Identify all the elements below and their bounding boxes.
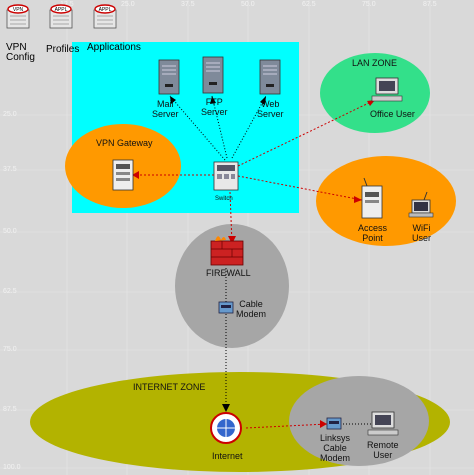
vpn-gateway-icon[interactable] bbox=[112, 159, 134, 191]
firewall-zone bbox=[175, 224, 289, 348]
arrow-firewall bbox=[228, 236, 236, 244]
link-switch-office bbox=[237, 99, 376, 167]
cable-modem-icon[interactable] bbox=[218, 301, 234, 314]
x-tick: 25.0 bbox=[121, 1, 135, 8]
switch-label: Switch bbox=[215, 196, 233, 202]
office-user-icon[interactable] bbox=[371, 77, 403, 102]
linksys-modem-label: Linksys Cable Modem bbox=[320, 433, 351, 463]
x-tick: 12.5 bbox=[60, 1, 74, 8]
vpn-gateway-label: VPN Gateway bbox=[96, 138, 153, 148]
y-tick: 62.5 bbox=[3, 288, 17, 295]
switch-icon[interactable] bbox=[213, 161, 239, 191]
x-tick: 75.0 bbox=[362, 1, 376, 8]
y-tick: 75.0 bbox=[3, 346, 17, 353]
link-internet-linksys bbox=[245, 423, 328, 429]
red-links bbox=[132, 99, 376, 429]
profiles-badge: APPL bbox=[55, 7, 68, 13]
access-point-label: Access Point bbox=[358, 223, 388, 243]
remote-user-label: Remote User bbox=[367, 440, 399, 460]
access-point-icon[interactable] bbox=[361, 177, 383, 219]
internet-zone-label: INTERNET ZONE bbox=[133, 382, 206, 392]
black-arrowheads bbox=[170, 96, 266, 412]
profiles-icon[interactable]: APPL bbox=[49, 4, 73, 32]
arrow-linksys bbox=[320, 420, 327, 428]
applications-badge: APPL bbox=[99, 7, 112, 13]
web-server-label: Web Server bbox=[257, 99, 284, 119]
link-switch-mail bbox=[169, 95, 226, 161]
profiles-label: Profiles bbox=[46, 44, 80, 55]
wifi-user-icon[interactable] bbox=[408, 191, 434, 218]
y-tick: 100.0 bbox=[3, 464, 21, 471]
arrow-mail bbox=[170, 96, 176, 104]
wifi-user-label: WiFi User bbox=[412, 223, 432, 243]
mail-server-icon[interactable] bbox=[158, 59, 180, 95]
black-links bbox=[169, 95, 372, 425]
applications-label: Applications bbox=[87, 42, 141, 53]
linksys-modem-icon[interactable] bbox=[326, 417, 342, 430]
x-tick: 50.0 bbox=[241, 1, 255, 8]
wireless-zone bbox=[316, 156, 456, 246]
link-switch-firewall bbox=[229, 191, 233, 245]
lan-zone-label: LAN ZONE bbox=[352, 58, 398, 68]
ftp-server-icon[interactable] bbox=[202, 56, 224, 94]
x-tick: 37.5 bbox=[181, 1, 195, 8]
y-tick: 25.0 bbox=[3, 111, 17, 118]
applications-icon[interactable]: APPL bbox=[93, 4, 117, 32]
firewall-icon[interactable] bbox=[210, 236, 244, 266]
remote-user-icon[interactable] bbox=[367, 411, 399, 436]
firewall-label: FIREWALL bbox=[206, 268, 251, 278]
office-user-label: Office User bbox=[370, 109, 415, 119]
y-tick: 37.5 bbox=[3, 166, 17, 173]
arrowheads bbox=[132, 100, 375, 428]
internet-icon[interactable] bbox=[210, 412, 242, 444]
arrow-web bbox=[260, 96, 266, 105]
ftp-server-label: FTP Server bbox=[201, 97, 228, 117]
link-switch-access-point bbox=[237, 175, 363, 201]
cable-modem-label: Cable Modem bbox=[236, 299, 267, 319]
arrow-access-point bbox=[354, 196, 362, 203]
vpn-config-label: VPN Config bbox=[6, 42, 35, 63]
arrow-vpn-gateway bbox=[132, 171, 139, 179]
arrow-ftp bbox=[210, 96, 216, 104]
web-server-icon[interactable] bbox=[259, 59, 281, 95]
y-tick: 87.5 bbox=[3, 406, 17, 413]
x-tick: 62.5 bbox=[302, 1, 316, 8]
arrow-office bbox=[367, 100, 375, 106]
x-tick: 87.5 bbox=[423, 1, 437, 8]
arrow-internet bbox=[222, 404, 230, 412]
vpn-config-icon[interactable]: VPN bbox=[6, 4, 30, 32]
vpn-badge: VPN bbox=[13, 7, 24, 13]
y-tick: 50.0 bbox=[3, 228, 17, 235]
mail-server-label: Mail Server bbox=[152, 99, 179, 119]
remote-zone bbox=[289, 376, 429, 466]
internet-label: Internet bbox=[212, 451, 243, 461]
